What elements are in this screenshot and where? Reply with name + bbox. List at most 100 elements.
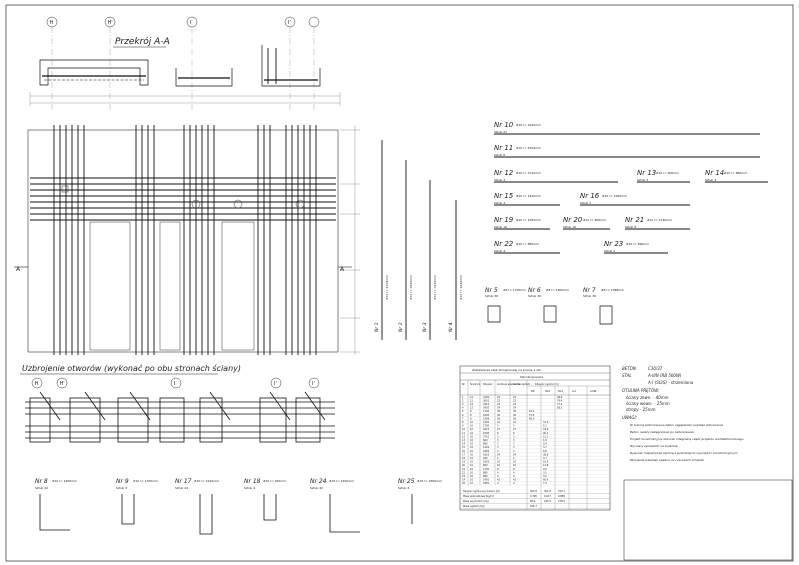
table-cell: 13 [462,439,466,442]
section-marker-left: A [16,266,21,273]
table-cell: 6 [462,414,464,417]
svg-text:#12: #12 [558,390,564,393]
bar-nr19: Nr 19 #10 l= 1055mm Sztuk 16 [494,216,550,230]
table-cell: 10 [470,468,474,471]
stal-value-1: A-IIIN (RB 500W) [647,373,682,378]
svg-text:Sztuk 4: Sztuk 4 [494,249,505,253]
table-cell: 31.9 [543,421,549,424]
table-cell: 3 [513,450,515,453]
vbar-nr3: Nr 3 [422,322,428,332]
svg-text:Nr 13: Nr 13 [637,169,656,177]
svg-text:A-0: A-0 [572,390,576,393]
table-cell: 2.6 [543,443,547,446]
table-cell: 36 [513,417,517,420]
bottom-axis-h: H [35,381,39,387]
table-cell: 38.6 [543,453,549,456]
svg-text:Nr 6: Nr 6 [528,287,541,294]
table-cell: 4 [513,482,515,485]
table-cell: 1055 [483,461,490,464]
openings-title: Uzbrojenie otworów (wykonać po obu stron… [22,363,241,373]
svg-text:Sztuk 3: Sztuk 3 [637,178,648,182]
svg-text:#10 l= 1450mm: #10 l= 1450mm [52,479,77,483]
svg-text:Nr 5: Nr 5 [485,287,498,294]
table-cell: 3 [513,446,515,449]
table-header: Nr Średnica Długość Liczba w elemencie L… [462,383,597,393]
table-cell: 7 [462,417,464,420]
bar-nr10: Nr 10 #10 l= 1615mm Sztuk 27 [494,121,760,135]
table-cell: 8 [470,410,472,413]
svg-text:#10 l= 1220mm: #10 l= 1220mm [516,194,541,198]
table-cell: 3210 [483,403,490,406]
bar-nr17: Nr 17 #10 l= 1610mm Sztuk 24 [175,478,219,535]
uwagi-5: Rysunek rozpatrywać łącznie z pozostałym… [630,451,738,455]
table-cell: 24 [497,453,501,456]
table-cell: 3 [497,439,499,442]
table-cell: 3 [513,443,515,446]
table-cell: 1600 [483,414,490,417]
svg-text:Sztuk 36: Sztuk 36 [583,294,596,298]
footer-value: 0.888 [558,495,565,498]
svg-text:#10 l= 1615mm: #10 l= 1615mm [516,123,541,127]
table-cell: 3610 [483,399,490,402]
bar-nr16: Nr 16 #10 l= 2265mm Sztuk 3 [580,192,690,206]
table-cell: 4 [513,475,515,478]
footer-label: Masa jednostkowa [kg/m] [463,495,494,498]
stal-label: STAL [622,373,632,378]
svg-text:Nr 24: Nr 24 [310,478,327,485]
table-cell: 6 [497,432,499,435]
table-cell: 20 [462,464,466,467]
svg-text:Nr 16: Nr 16 [580,192,600,200]
table-subtitle: Stal zbrojeniowa [520,375,543,379]
table-cell: 8 [497,468,499,471]
table-cell: 3.5 [543,471,547,474]
otulina-3: stropy - 25mm [626,407,656,412]
svg-text:Nr 23: Nr 23 [604,240,623,248]
svg-text:Sztuk 24: Sztuk 24 [175,486,188,490]
table-cell: 1450 [483,421,490,424]
svg-text:Nr 21: Nr 21 [625,216,644,224]
table-cell: 3.6 [543,475,547,478]
table-cell: 10 [470,471,474,474]
table-cell: 4 [497,457,499,460]
svg-text:#10 l= 1700mm: #10 l= 1700mm [133,479,158,483]
uwagi-2: Beton należy pielęgnować po betonowaniu [630,430,695,434]
table-cell: 10 [470,439,474,442]
axis-label-h: H [50,20,54,26]
table-cell: 8 [470,414,472,417]
svg-text:Sztuk 4: Sztuk 4 [604,249,615,253]
svg-text:Sztuk 36: Sztuk 36 [485,294,498,298]
table-cell: 6 [513,432,515,435]
table-cell: 24 [497,407,501,410]
table-cell: 21 [462,468,466,471]
table-cell: 22 [462,471,466,474]
table-cell: 18 [462,457,466,460]
table-cell: 12 [470,396,474,399]
svg-text:#10 l= 1055mm: #10 l= 1055mm [516,218,541,222]
svg-text:Liczba w elemencie: Liczba w elemencie [497,383,521,386]
svg-text:#10 l= 6700mm: #10 l= 6700mm [516,146,541,150]
section-marker-right: A [340,266,345,273]
bottom-axis-i: I [174,381,175,387]
svg-text:#10 l= 880mm: #10 l= 880mm [724,171,747,175]
table-cell: 3 [513,435,515,438]
bottom-axis-i2: I' [274,381,277,387]
table-cell: 43.6 [543,428,549,431]
svg-text:Nr 18: Nr 18 [244,478,261,485]
table-cell: 12 [470,399,474,402]
svg-text:Długość ogólna [m]: Długość ogólna [m] [535,383,558,386]
table-cell: 77.0 [557,403,563,406]
svg-text:Nr 12: Nr 12 [494,169,514,177]
table-cell: 24 [462,479,466,482]
table-cell: 3 [497,450,499,453]
svg-text:#10 l= 2265mm: #10 l= 2265mm [602,194,627,198]
